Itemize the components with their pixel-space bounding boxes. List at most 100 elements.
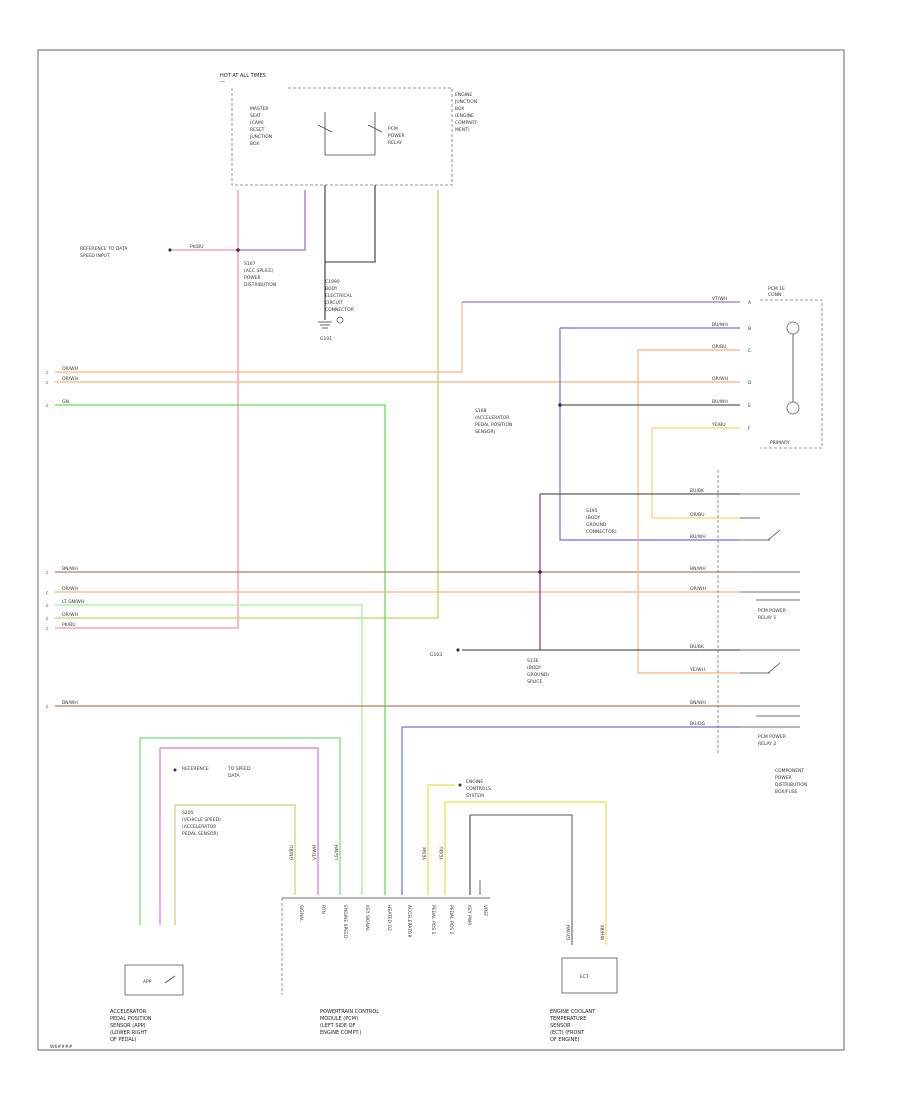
app-title-1: ACCELERATOR xyxy=(110,1009,147,1015)
svg-text:c: c xyxy=(46,705,49,710)
pcm-title-3: (LEFT SIDE OF xyxy=(320,1023,356,1029)
junction-right-6: MENT) xyxy=(455,127,470,133)
pcm-ref-a-1: ENGINE xyxy=(466,779,483,785)
wire-r1: OR/WH xyxy=(62,366,78,372)
junction-line-5: JUNCTION xyxy=(249,134,272,140)
junction-line-1: MASTER xyxy=(250,106,269,112)
app-title-2: PEDAL POSITION xyxy=(110,1016,152,1022)
pcm-pin-9: KEY PWR xyxy=(466,905,472,925)
junction-right-2: JUNCTION xyxy=(454,99,477,105)
svg-text:c: c xyxy=(46,591,49,596)
upper-splice-1: S167 xyxy=(244,261,256,267)
wire-bl1: GN/BU xyxy=(289,845,295,860)
junction-right-4: (ENGINE xyxy=(455,113,474,119)
wire-rr8: OR/BU xyxy=(690,512,705,518)
svg-text:c: c xyxy=(46,371,49,376)
pcm-pin-6: ACCELERATOR xyxy=(406,905,412,938)
pcm-ground: G103 xyxy=(430,652,442,658)
right-splice-2: (ACCELERATOR xyxy=(475,415,509,421)
wire-rr5: BU/WH xyxy=(712,399,728,405)
wire-rr9: BU/WH xyxy=(690,534,706,540)
right-upper-module: PCM 1E CONN. VT/WH BU/WH OR/BU OR/WH BU/… xyxy=(475,286,823,674)
pcm-pin-4: KEY SIGNAL xyxy=(364,905,370,932)
lower-splice-2: (BODY xyxy=(527,665,542,671)
row-d: D xyxy=(748,380,752,386)
pcm-ref-a-2: CONTROLS xyxy=(466,786,491,792)
right-relays: BU/BK OR/BU BU/WH BN/WH OR/WH BU/BK YE/W… xyxy=(401,470,807,895)
mid-splice-2: (BODY xyxy=(586,515,601,521)
pcm-pin-7: PEDAL POS 1 xyxy=(430,905,436,935)
relay-label-1: PCM xyxy=(388,126,398,132)
relay1-label-2: RELAY 1 xyxy=(758,615,776,621)
left-pk-code: PK/BU xyxy=(190,244,204,250)
hot-at-all-times-sub: — xyxy=(220,79,225,85)
hot-at-all-times-label: HOT AT ALL TIMES xyxy=(220,73,266,79)
left-reference: REFERENCE TO DATA SPEED INPUT PK/BU S167… xyxy=(80,244,276,288)
diagram-frame xyxy=(37,49,845,1051)
relay-footer-4: BOX/FUSE xyxy=(775,789,798,795)
junction-right-1: ENGINE xyxy=(455,92,472,98)
pcm-pin-10: VREF xyxy=(482,905,488,917)
svg-text:c: c xyxy=(46,381,49,386)
row-f: F xyxy=(748,426,751,432)
pcm-input-wires: REFERENCE TO SPEED DATA S205 (VEHICLE SP… xyxy=(139,737,607,945)
mid-ref-3: (ACCELERATOR xyxy=(182,824,216,830)
ect-inner: ECT xyxy=(580,974,589,980)
svg-text:c: c xyxy=(46,604,49,609)
wire-rr13: YE/WH xyxy=(689,667,705,673)
center-splice-3: ELECTRICAL xyxy=(325,293,353,299)
app-title-3: SENSOR (APP) xyxy=(110,1023,146,1029)
svg-text:c: c xyxy=(46,617,49,622)
svg-text:c: c xyxy=(46,404,49,409)
pcm-title-4: ENGINE COMPT.) xyxy=(320,1030,362,1036)
wire-bl7: WH/BK xyxy=(600,924,606,940)
junction-right-3: BOX xyxy=(455,106,464,112)
lower-splice-1: S136 xyxy=(527,658,539,664)
relay-label-2: POWER xyxy=(388,133,405,139)
junction-line-2: SEAT xyxy=(250,113,261,119)
horizontal-wires: OR/WH OR/WH GN BN/WH OR/WH LT GN/WH OR/W… xyxy=(46,301,740,895)
center-splice-4: CIRCUIT xyxy=(325,300,343,306)
wire-rr11: OR/WH xyxy=(690,586,706,592)
junction-wires: G101 C1990 BODY ELECTRICAL CIRCUIT CONNE… xyxy=(55,185,439,629)
wire-rr2: BU/WH xyxy=(712,322,728,328)
junction-line-4: RESET xyxy=(250,127,265,133)
mid-splice-4: CONNECTOR) xyxy=(586,529,617,535)
relay-label-3: RELAY xyxy=(388,140,402,146)
ref-left-1: REFERENCE xyxy=(182,766,209,772)
ref-left-3: DATA xyxy=(228,773,241,779)
svg-text:c: c xyxy=(46,627,49,632)
wire-bl5: YE/BU xyxy=(439,847,445,862)
ect-title-4: (ECT) (FRONT xyxy=(550,1030,585,1036)
wire-r8: OR/WH xyxy=(62,612,78,618)
pcm-pin-8: PEDAL POS 2 xyxy=(448,905,454,935)
app-title-5: OF PEDAL) xyxy=(110,1037,137,1043)
wire-rr3: OR/BU xyxy=(712,344,727,350)
right-splice-4: SENSOR) xyxy=(475,429,496,435)
wire-rr14: BN/WH xyxy=(690,700,706,706)
junction-line-6: BOX xyxy=(250,141,259,147)
engine-junction-box: HOT AT ALL TIMES — MASTER SEAT (CAM) RES… xyxy=(220,73,478,186)
app-title-4: (LOWER RIGHT xyxy=(110,1030,148,1036)
mid-ref-2: (VEHICLE SPEED) xyxy=(182,817,221,823)
pcm-pin-5: HEATED O2 xyxy=(386,905,392,931)
ref-left-2: TO SPEED xyxy=(227,766,251,772)
wire-rr12: BU/BK xyxy=(690,644,705,650)
mid-ref-1: S205 xyxy=(182,810,194,816)
row-c: C xyxy=(748,348,751,354)
pcm-title-1: POWERTRAIN CONTROL xyxy=(320,1009,379,1015)
app-inner: APP xyxy=(143,979,152,985)
mid-ref-4: PEDAL SENSOR) xyxy=(182,831,219,837)
wire-bl3: LG/WH xyxy=(334,845,340,860)
relay2-label-1: PCM POWER xyxy=(758,734,786,740)
svg-text:c: c xyxy=(46,571,49,576)
center-splice-5: CONNECTOR xyxy=(325,307,354,313)
wire-r9: PK/BU xyxy=(62,622,76,628)
mid-splice-3: GROUND xyxy=(586,522,607,528)
wire-r2: OR/WH xyxy=(62,376,78,382)
upper-splice-3: POWER xyxy=(244,275,261,281)
wire-rr1: VT/WH xyxy=(712,296,727,302)
pcm-pin-3: ENGINE SPEED xyxy=(342,905,348,939)
wire-rr15: BU/OG xyxy=(690,721,705,727)
